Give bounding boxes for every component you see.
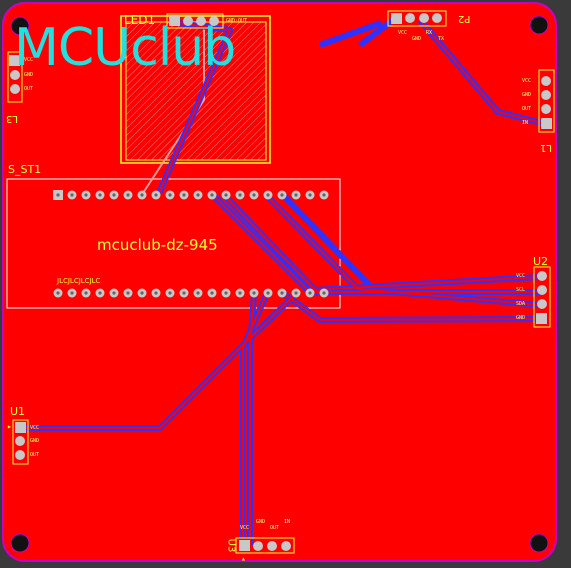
pin1-arrow-icon: ▸: [7, 422, 12, 431]
pad-drill-hole: [84, 291, 88, 295]
l3-pin-label: GND: [24, 72, 34, 78]
pad-drill-hole: [168, 193, 172, 197]
pad-drill-hole: [308, 291, 312, 295]
pad-drill-hole: [210, 291, 214, 295]
p2-pin-label: TX: [438, 36, 445, 42]
p2-pin-label: RX: [426, 30, 433, 36]
s-st1-top-pad-row: [53, 190, 329, 200]
led1-pin-label: GND·OUT: [226, 18, 248, 24]
u2-header[interactable]: [533, 266, 551, 328]
p2-header[interactable]: [387, 10, 447, 27]
led-trace: [142, 22, 205, 194]
pad-drill-hole: [294, 291, 298, 295]
u3-pin-label: GND: [256, 519, 266, 525]
pad-drill-hole: [140, 291, 144, 295]
l1-ref-label: L1: [540, 142, 552, 153]
pad-drill-hole: [140, 193, 144, 197]
u1-pin-label: VCC: [30, 425, 40, 431]
p2-ref-label: P2: [458, 13, 471, 24]
pad-drill-hole: [238, 291, 242, 295]
s-st1-outline[interactable]: [6, 178, 341, 309]
u1-pin-label: OUT: [30, 452, 40, 458]
pad-drill-hole: [252, 291, 256, 295]
u1-pin-label: GND: [30, 438, 40, 444]
l3-header[interactable]: [7, 51, 23, 103]
l3-ref-label: L3: [6, 113, 18, 124]
u3-ref-label: U3: [225, 538, 237, 553]
u3-pin-label: IN: [284, 519, 291, 525]
pad-drill-hole: [56, 291, 60, 295]
pad-drill-hole: [84, 193, 88, 197]
led1-footprint[interactable]: [120, 15, 271, 164]
pad-drill-hole: [266, 291, 270, 295]
pad-drill-hole: [196, 193, 200, 197]
u1-ref-label: U1: [10, 405, 26, 418]
pad-drill-hole: [154, 193, 158, 197]
pad-drill-hole: [182, 291, 186, 295]
pad-drill-hole: [154, 291, 158, 295]
p2-pin-label: VCC: [398, 30, 408, 36]
pad-drill-hole: [168, 291, 172, 295]
pad-drill-hole: [238, 193, 242, 197]
u3-pin-label: OUT: [270, 525, 280, 531]
pad-drill-hole: [112, 291, 116, 295]
jlc-order-mark: JLCJLCJLCJLC: [57, 277, 101, 285]
led1-ref-label: LED1: [124, 13, 156, 27]
pad-drill-hole: [70, 291, 74, 295]
pad-drill-hole: [98, 193, 102, 197]
mounting-hole: [10, 533, 30, 553]
s-st1-ref-label: S_ST1: [8, 163, 42, 176]
u2-ref-label: U2: [533, 255, 549, 268]
pin1-arrow-icon: ▴: [241, 554, 246, 563]
pad-drill-hole: [322, 291, 326, 295]
l1-pin-label: GND: [522, 92, 532, 98]
u3-header[interactable]: [235, 537, 295, 554]
pad-drill-hole: [322, 193, 326, 197]
pad-drill-hole: [182, 193, 186, 197]
pad-drill-hole: [280, 193, 284, 197]
u2-pin-label: SDA: [516, 301, 526, 307]
pad-drill-hole: [266, 193, 270, 197]
l1-pin-label: OUT: [522, 106, 532, 112]
mounting-hole: [529, 533, 549, 553]
mcuclub-logo: MCUclub: [14, 18, 236, 78]
pad-drill-hole: [224, 291, 228, 295]
u2-pin-label: VCC: [516, 273, 526, 279]
pad-drill-hole: [112, 193, 116, 197]
s-st1-bottom-pad-row: [53, 288, 329, 298]
mounting-holes: [10, 15, 549, 553]
pad-drill-hole: [126, 291, 130, 295]
pad-drill-hole: [98, 291, 102, 295]
l1-pin-label: VCC: [522, 78, 532, 84]
l3-pin-label: VCC: [24, 57, 34, 63]
mounting-hole: [10, 16, 30, 36]
board-name-label: mcuclub-dz-945: [97, 236, 218, 254]
pad-drill-hole: [126, 193, 130, 197]
u2-pin-label: GND: [516, 315, 526, 321]
u2-pin-label: SCL: [516, 287, 526, 293]
pad-drill-hole: [224, 193, 228, 197]
p2-pin-label: GND: [412, 36, 422, 42]
l1-header[interactable]: [538, 69, 555, 133]
u3-pin-label: VCC: [240, 525, 250, 531]
pad-drill-hole: [210, 193, 214, 197]
pad-drill-hole: [252, 193, 256, 197]
pad-drill-hole: [308, 193, 312, 197]
led1-header[interactable]: [166, 13, 224, 29]
pad-drill-hole: [280, 291, 284, 295]
u1-header[interactable]: [12, 419, 29, 465]
pad-drill-hole: [294, 193, 298, 197]
pad-drill-hole: [196, 291, 200, 295]
l3-pin-label: OUT: [24, 86, 34, 92]
l1-pin-label: IN: [522, 120, 529, 126]
pad-drill-hole: [70, 193, 74, 197]
mounting-hole: [529, 15, 549, 35]
pad-drill-hole: [56, 193, 60, 197]
